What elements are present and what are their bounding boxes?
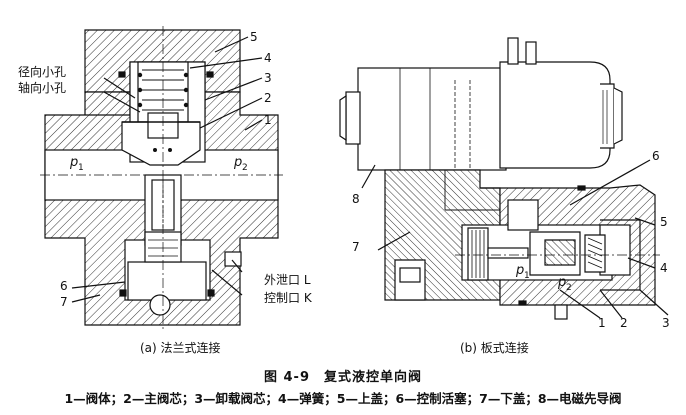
label-b-8: 8 [352, 192, 360, 206]
panel-b-labels: p 1 p 2 6 5 4 3 2 1 8 7 [352, 149, 670, 330]
label-control-port: 控制口 K [264, 291, 313, 305]
label-b-1: 1 [598, 316, 606, 330]
label-b-p2: p [557, 275, 566, 290]
label-a-p1-sub: 1 [78, 163, 84, 173]
label-a-2: 2 [264, 91, 272, 105]
figure-title: 图 4-9 复式液控单向阀 [263, 370, 422, 385]
label-a-4: 4 [264, 51, 272, 65]
label-b-2: 2 [620, 316, 628, 330]
label-a-7: 7 [60, 295, 68, 309]
panel-a-drawing [40, 26, 283, 330]
label-a-5: 5 [250, 30, 258, 44]
label-radial-hole: 径向小孔 [18, 64, 66, 79]
label-b-p1-sub: 1 [524, 271, 530, 281]
label-b-p2-sub: 2 [566, 283, 572, 293]
label-b-p1: p [515, 263, 524, 278]
label-a-3: 3 [264, 71, 272, 85]
label-b-5: 5 [660, 215, 668, 229]
label-axial-hole: 轴向小孔 [18, 80, 66, 95]
caption-panel-a: (a) 法兰式连接 [140, 341, 221, 355]
label-b-6: 6 [652, 149, 660, 163]
pilot-valve-body [357, 67, 507, 171]
panel-b-drawing [339, 37, 669, 320]
label-b-4: 4 [660, 261, 668, 275]
label-a-6: 6 [60, 279, 68, 293]
label-drain-port: 外泄口 L [264, 273, 311, 287]
label-a-p1: p [69, 155, 78, 170]
label-a-p2-sub: 2 [242, 163, 248, 173]
caption-panel-b: (b) 板式连接 [460, 341, 529, 355]
label-a-1: 1 [264, 113, 272, 127]
panel-a-labels: 径向小孔 轴向小孔 p 1 p 2 外泄口 L 控制口 K 5 4 3 2 1 … [18, 30, 313, 309]
solenoid-coil [499, 61, 611, 169]
label-b-7: 7 [352, 240, 360, 254]
label-b-3: 3 [662, 316, 670, 330]
label-a-p2: p [233, 155, 242, 170]
figure-legend: 1—阀体；2—主阀芯；3—卸载阀芯；4—弹簧；5—上盖；6—控制活塞；7—下盖；… [64, 391, 622, 406]
